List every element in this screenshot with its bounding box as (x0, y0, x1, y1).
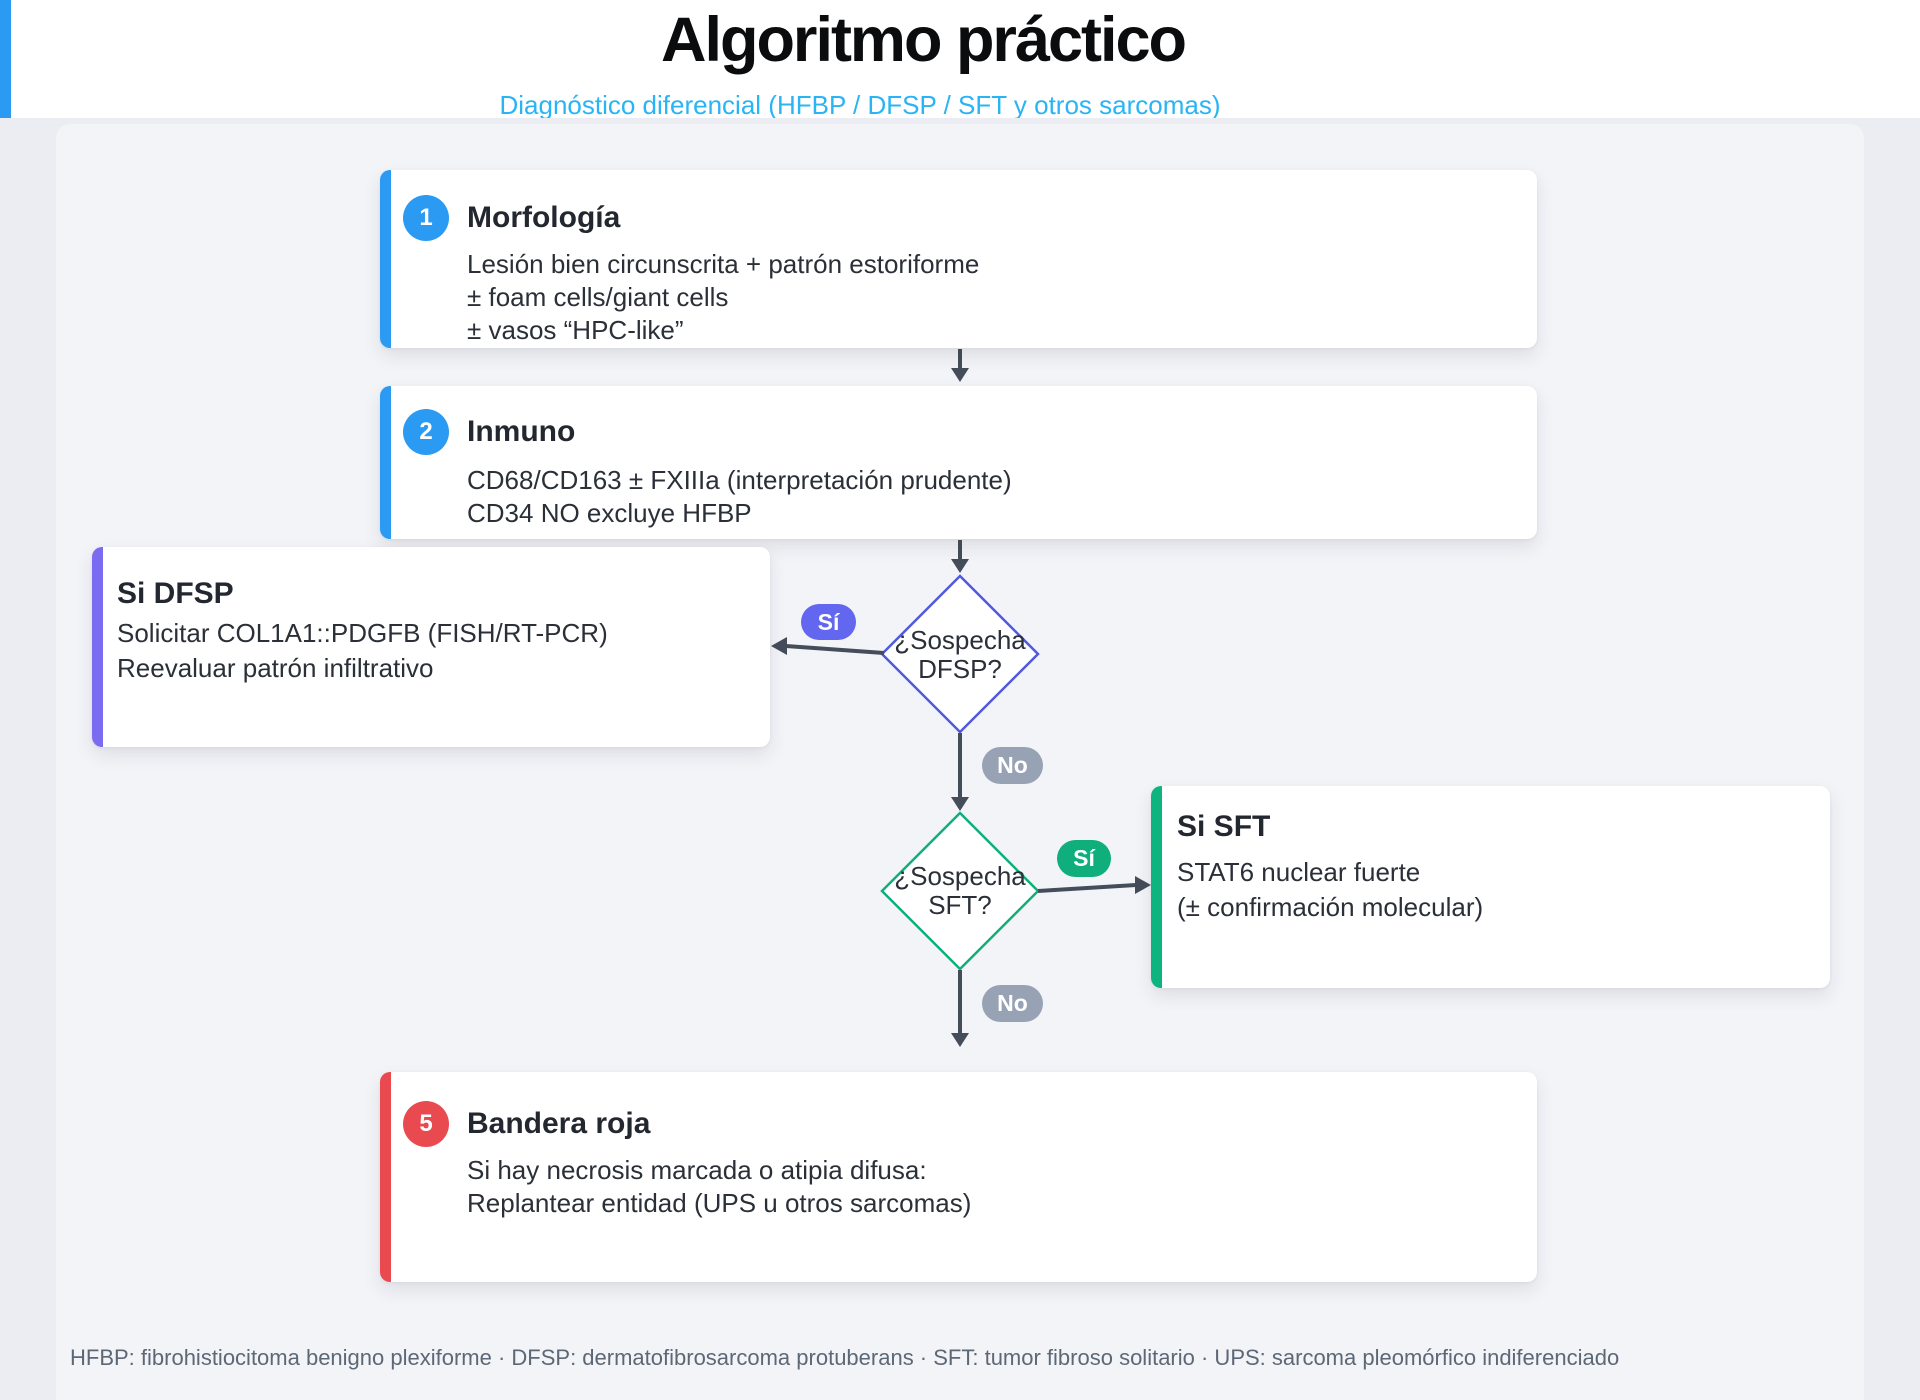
card-title: Si SFT (1177, 810, 1271, 843)
page-title: Algoritmo práctico (660, 5, 1187, 75)
card-accent-bar (380, 386, 391, 539)
arrowhead-down-icon (951, 1033, 969, 1047)
card-accent-bar (92, 547, 103, 747)
step-number-badge: 5 (403, 1101, 449, 1147)
arrow-sft-yes (1037, 883, 1137, 893)
card-title: Bandera roja (467, 1107, 651, 1140)
decision-label-dfsp: ¿Sospecha DFSP? (870, 626, 1050, 684)
left-accent-bar (0, 0, 11, 120)
card-bandera-roja: 5 Bandera roja Si hay necrosis marcada o… (380, 1072, 1537, 1282)
body-line: Si hay necrosis marcada o atipia difusa: (467, 1155, 927, 1185)
yes-badge-dfsp: Sí (801, 604, 856, 640)
abbreviations-footer: HFBP: fibrohistiocitoma benigno plexifor… (70, 1345, 1620, 1370)
decision-line: ¿Sospecha (894, 625, 1026, 655)
decision-line: ¿Sospecha (894, 861, 1026, 891)
card-body: Si hay necrosis marcada o atipia difusa:… (467, 1154, 971, 1220)
body-line: (± confirmación molecular) (1177, 892, 1484, 922)
step-number-badge: 1 (403, 195, 449, 241)
card-si-sft: Si SFT STAT6 nuclear fuerte (± confirmac… (1151, 786, 1830, 988)
body-line: CD68/CD163 ± FXIIIa (interpretación prud… (467, 465, 1012, 495)
no-badge-dfsp: No (982, 747, 1043, 784)
body-line: CD34 NO excluye HFBP (467, 498, 752, 528)
arrowhead-down-icon (951, 797, 969, 811)
card-body: Solicitar COL1A1::PDGFB (FISH/RT-PCR) Re… (117, 616, 608, 686)
decision-label-sft: ¿Sospecha SFT? (870, 862, 1050, 920)
body-line: ± vasos “HPC-like” (467, 315, 684, 345)
arrowhead-down-icon (951, 559, 969, 573)
body-line: ± foam cells/giant cells (467, 282, 729, 312)
card-title: Si DFSP (117, 577, 234, 610)
card-title: Morfología (467, 201, 621, 234)
card-body: CD68/CD163 ± FXIIIa (interpretación prud… (467, 464, 1012, 530)
arrow-dfsp-yes (785, 644, 885, 655)
step-number-badge: 2 (403, 409, 449, 455)
decision-line: DFSP? (918, 654, 1002, 684)
body-line: STAT6 nuclear fuerte (1177, 857, 1421, 887)
yes-badge-sft: Sí (1057, 840, 1111, 877)
arrowhead-down-icon (951, 368, 969, 382)
body-line: Lesión bien circunscrita + patrón estori… (467, 249, 980, 279)
card-si-dfsp: Si DFSP Solicitar COL1A1::PDGFB (FISH/RT… (92, 547, 770, 747)
card-accent-bar (380, 170, 391, 348)
body-line: Reevaluar patrón infiltrativo (117, 653, 434, 683)
decision-line: SFT? (928, 890, 992, 920)
body-line: Replantear entidad (UPS u otros sarcomas… (467, 1188, 972, 1218)
card-accent-bar (1151, 786, 1162, 988)
card-body: Lesión bien circunscrita + patrón estori… (467, 248, 979, 347)
arrowhead-left-icon (771, 637, 787, 655)
decision-diamond-dfsp (880, 574, 1040, 734)
body-line: Solicitar COL1A1::PDGFB (FISH/RT-PCR) (117, 618, 608, 648)
decision-diamond-sft (880, 811, 1040, 971)
card-title: Inmuno (467, 415, 576, 448)
card-morfologia: 1 Morfología Lesión bien circunscrita + … (380, 170, 1537, 348)
card-inmuno: 2 Inmuno CD68/CD163 ± FXIIIa (interpreta… (380, 386, 1537, 539)
page-subtitle: Diagnóstico diferencial (HFBP / DFSP / S… (499, 90, 1221, 120)
no-badge-sft: No (982, 985, 1043, 1022)
arrowhead-right-icon (1135, 876, 1151, 894)
card-accent-bar (380, 1072, 391, 1282)
card-body: STAT6 nuclear fuerte (± confirmación mol… (1177, 855, 1483, 925)
